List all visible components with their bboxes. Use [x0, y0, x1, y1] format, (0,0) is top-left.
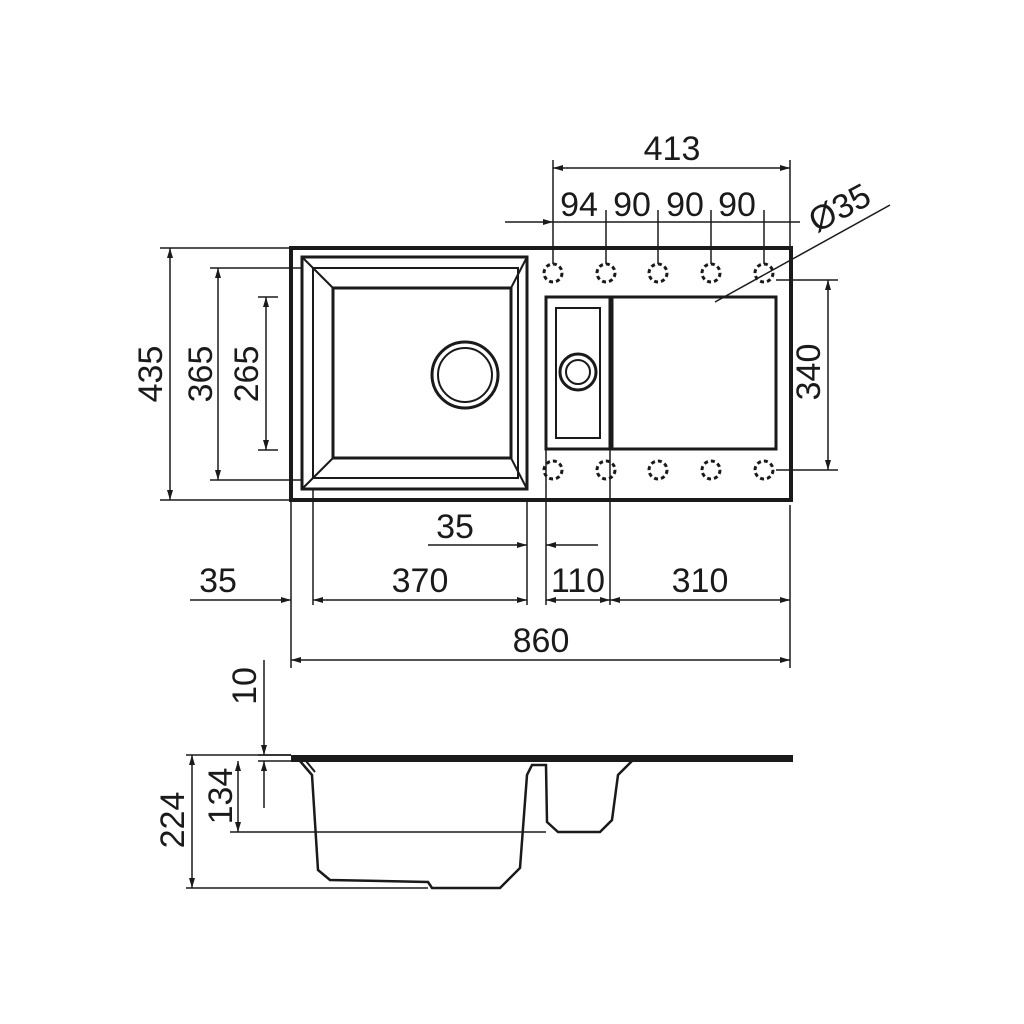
main-bowl: [300, 255, 529, 491]
dim-bowl-width: 370: [392, 562, 449, 600]
tap-hole-icon: [753, 459, 775, 481]
section-dimensions: 10 134 224: [154, 660, 546, 889]
tap-hole-icon: [595, 459, 617, 481]
dim-overall-depth: 435: [132, 346, 170, 403]
tap-hole-icon: [753, 262, 775, 284]
plan-dimensions: 413 94 90 90 90 Ø35 435 365 265: [132, 130, 891, 668]
section-rim: [291, 755, 793, 761]
dim-rim-thickness: 10: [226, 667, 264, 705]
tap-hole-icon: [542, 459, 564, 481]
sink-outline: [289, 246, 793, 502]
dim-small-bowl-width: 110: [551, 562, 605, 600]
small-drain-icon: [558, 352, 598, 392]
drainer-area: [610, 295, 778, 451]
section-view: [291, 755, 793, 890]
dim-tap-holes-span: 413: [644, 130, 701, 168]
dim-tap-spacing-4: 90: [718, 186, 756, 224]
dim-drainer-width: 310: [672, 562, 729, 600]
dim-tap-spacing-3: 90: [666, 186, 704, 224]
plan-view: [289, 246, 793, 502]
tap-hole-icon: [595, 262, 617, 284]
main-drain-icon: [430, 340, 500, 410]
dim-tap-hole-diameter: Ø35: [803, 176, 878, 240]
tap-hole-icon: [700, 459, 722, 481]
dim-tap-spacing-2: 90: [613, 186, 651, 224]
tap-hole-icon: [647, 459, 669, 481]
small-bowl: [544, 295, 612, 451]
tap-hole-icon: [700, 262, 722, 284]
dim-bowl-inner-depth: 265: [228, 346, 266, 403]
dim-bowl-outer-depth: 365: [182, 346, 220, 403]
section-main-bowl: [299, 760, 633, 890]
dim-small-bowl-depth: 134: [202, 768, 240, 825]
tap-hole-icon: [542, 262, 564, 284]
tap-holes-bottom-row: [542, 459, 775, 481]
dim-tap-spacing-1: 94: [560, 186, 598, 224]
dim-main-bowl-depth: 224: [154, 792, 192, 849]
tap-hole-icon: [647, 262, 669, 284]
dim-overall-width: 860: [513, 622, 570, 660]
tap-holes-top-row: [542, 262, 775, 284]
dim-rim-left: 35: [199, 562, 237, 600]
dim-drainer-depth: 340: [790, 344, 828, 401]
dim-divider-width: 35: [436, 508, 474, 546]
